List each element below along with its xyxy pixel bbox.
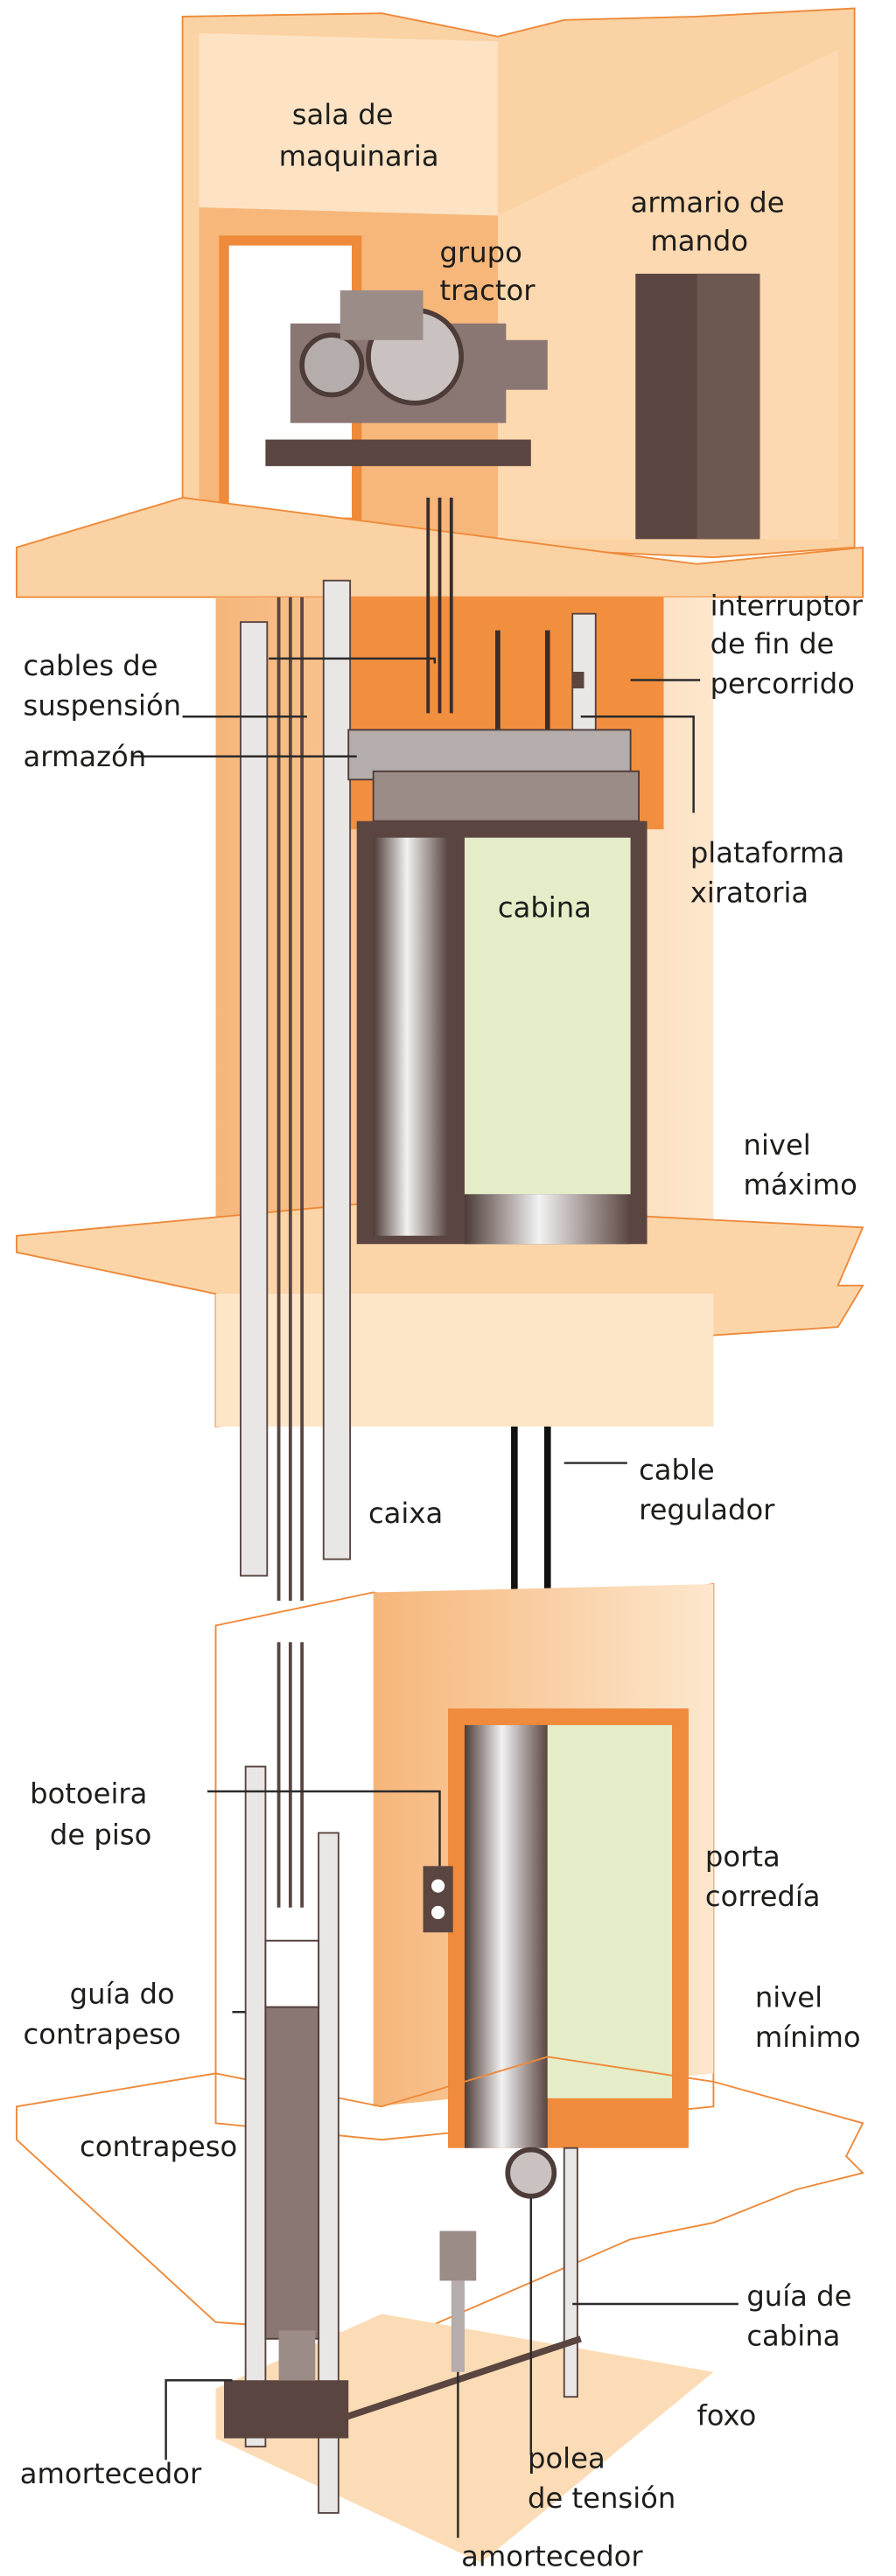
label-frame: armazón: [24, 740, 147, 773]
leader-lines: [132, 657, 738, 2538]
traction-machine: [265, 290, 548, 466]
label-cabin: cabina: [498, 891, 592, 925]
label-rotating-platform: plataforma: [690, 836, 844, 869]
suspension-cables: [426, 497, 550, 730]
counterweight: [264, 2006, 320, 2340]
rotating-platform: [372, 770, 640, 822]
label-shaft: caixa: [368, 1497, 443, 1530]
label-suspension-cables: cables de: [24, 649, 158, 682]
label-tension-pulley-2: de tensión: [528, 2482, 676, 2515]
cabin-guide-rail: [563, 2147, 578, 2398]
label-max-level: nivel: [744, 1128, 811, 1162]
label-sliding-door-2: corredía: [705, 1880, 821, 1913]
label-counterweight-guide-2: contrapeso: [24, 2017, 181, 2050]
buffer-left: [278, 2330, 316, 2381]
counterweight-assembly: [224, 1642, 349, 2514]
label-rotating-platform-2: xiratoria: [690, 876, 808, 910]
label-limit-switch-3: percorrido: [710, 667, 855, 701]
labels: sala de maquinaria grupo tractor armario…: [20, 98, 864, 2573]
floor-button-panel: [423, 1866, 453, 1933]
label-sliding-door: porta: [705, 1840, 780, 1873]
label-governor-cable-2: regulador: [639, 1493, 775, 1526]
label-pit: foxo: [696, 2398, 756, 2432]
label-machine-room: sala de: [292, 98, 394, 131]
label-limit-switch-2: de fin de: [710, 627, 835, 660]
label-floor-button-panel-2: de piso: [50, 1819, 151, 1852]
tension-pulley: [505, 2147, 557, 2199]
label-buffer-bottom: amortecedor: [461, 2540, 643, 2573]
label-governor-cable: cable: [639, 1454, 715, 1487]
label-floor-button-panel: botoeira: [30, 1777, 147, 1810]
lower-shaft: [16, 1582, 864, 2563]
label-tension-pulley: polea: [528, 2442, 606, 2475]
label-buffer-left: amortecedor: [20, 2457, 202, 2490]
limit-switch: [572, 672, 584, 688]
label-cabin-guide-2: cabina: [746, 2319, 840, 2352]
cabin: [356, 820, 648, 1245]
buffer-center: [439, 2230, 477, 2281]
label-limit-switch: interruptor: [710, 590, 864, 623]
label-counterweight-guide: guía do: [70, 1978, 175, 2011]
label-traction-group-2: tractor: [440, 274, 536, 307]
label-machine-room-2: maquinaria: [279, 140, 439, 173]
label-traction-group: grupo: [440, 236, 522, 269]
upper-shaft: [16, 497, 864, 1601]
label-counterweight: contrapeso: [80, 2130, 237, 2163]
label-min-level: nivel: [755, 1981, 822, 2014]
label-suspension-cables-2: suspensión: [24, 688, 182, 722]
label-cabin-guide: guía de: [746, 2279, 851, 2313]
label-control-cabinet: armario de: [631, 186, 785, 220]
label-control-cabinet-2: mando: [650, 224, 748, 257]
label-min-level-2: mínimo: [755, 2021, 861, 2054]
machine-room: [16, 7, 864, 598]
label-max-level-2: máximo: [744, 1168, 858, 1201]
